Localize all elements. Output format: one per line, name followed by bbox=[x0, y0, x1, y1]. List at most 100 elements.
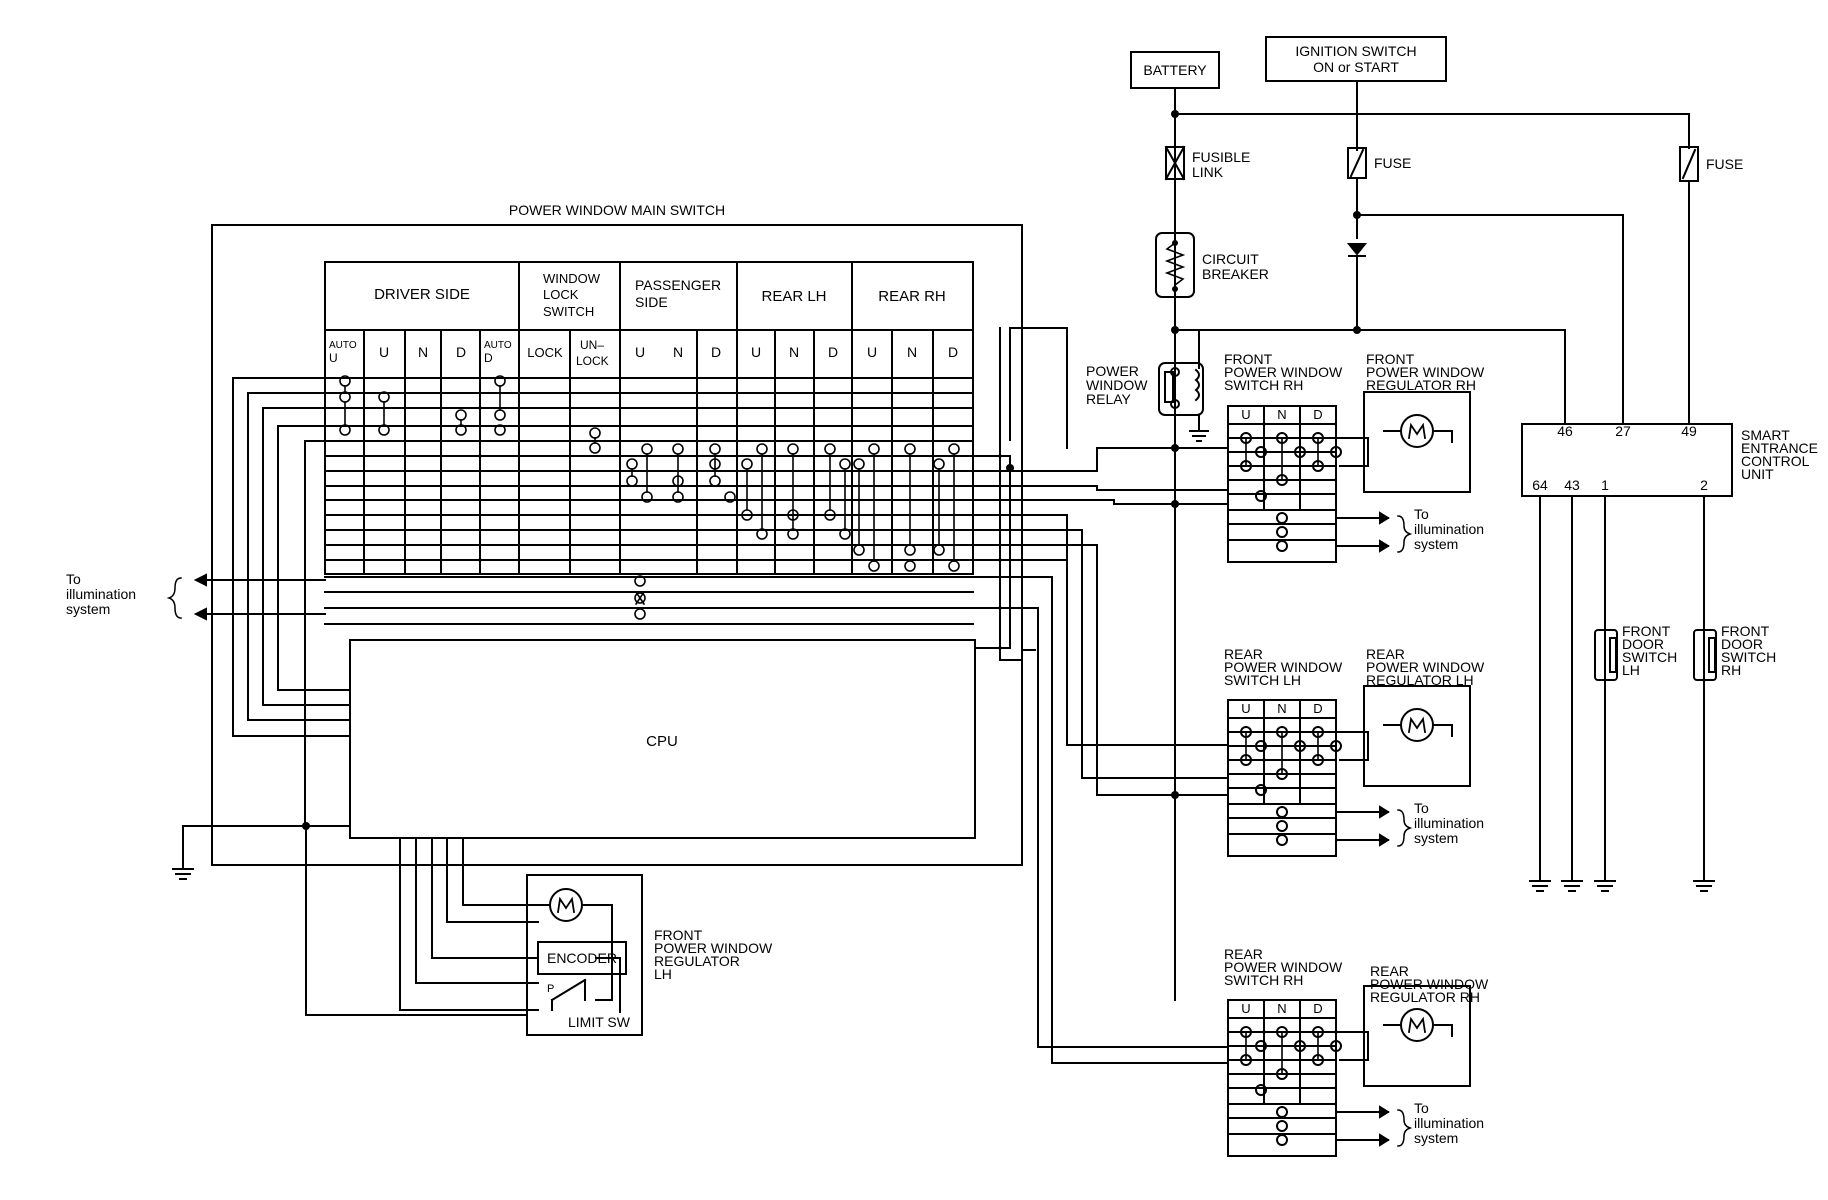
sw2-title-1: REAR bbox=[1224, 646, 1263, 662]
cpu-label: CPU bbox=[646, 733, 678, 750]
smart-label-3: CONTROL bbox=[1741, 453, 1810, 469]
col-unlock-2: LOCK bbox=[576, 354, 609, 368]
limit-sw-label: LIMIT SW bbox=[568, 1014, 631, 1030]
cpu-box bbox=[349, 639, 976, 839]
reg3-title-2: POWER WINDOW bbox=[1370, 976, 1489, 992]
group-lock-1: WINDOW bbox=[543, 271, 601, 286]
front-lh-label-1: FRONT bbox=[654, 927, 703, 943]
reg2-title-2: POWER WINDOW bbox=[1366, 659, 1485, 675]
col-d-rlh: D bbox=[828, 344, 838, 360]
col-auto-d-1: AUTO bbox=[484, 340, 512, 351]
rear-power-window-switch-rh bbox=[1227, 985, 1471, 1157]
door-rh-4: RH bbox=[1721, 662, 1741, 678]
sw2-col-n: N bbox=[1277, 701, 1286, 716]
front-lh-label-2: POWER WINDOW bbox=[654, 940, 773, 956]
group-lock-3: SWITCH bbox=[543, 304, 594, 319]
sw3-col-n: N bbox=[1277, 1001, 1286, 1016]
p-label: P bbox=[547, 983, 554, 995]
fuse-ignition-label: FUSE bbox=[1374, 155, 1411, 171]
smart-label-1: SMART bbox=[1741, 427, 1790, 443]
fusible-link-label-2: LINK bbox=[1192, 164, 1224, 180]
col-n-driver: N bbox=[418, 344, 428, 360]
ignition-label-1: IGNITION SWITCH bbox=[1295, 43, 1416, 59]
pin-2: 2 bbox=[1700, 477, 1708, 493]
col-d-pass: D bbox=[711, 344, 721, 360]
reg2-title-3: REGULATOR LH bbox=[1366, 672, 1474, 688]
reg3-title-3: REGULATOR RH bbox=[1370, 989, 1480, 1005]
sw3-illum-3: system bbox=[1414, 1130, 1458, 1146]
smart-label-2: ENTRANCE bbox=[1741, 440, 1818, 456]
group-driver-side: DRIVER SIDE bbox=[374, 286, 470, 303]
relay-label-2: WINDOW bbox=[1086, 377, 1148, 393]
sw1-illum-2: illumination bbox=[1414, 521, 1484, 537]
pin-27: 27 bbox=[1615, 423, 1631, 439]
sw2-illum-2: illumination bbox=[1414, 815, 1484, 831]
sw2-illum-1: To bbox=[1414, 800, 1429, 816]
reg1-title-2: POWER WINDOW bbox=[1366, 364, 1485, 380]
front-power-window-regulator-lh bbox=[526, 874, 643, 1036]
door-rh-3: SWITCH bbox=[1721, 649, 1776, 665]
illum-main-1: To bbox=[66, 571, 81, 587]
door-lh-1: FRONT bbox=[1622, 623, 1671, 639]
door-lh-2: DOOR bbox=[1622, 636, 1664, 652]
group-passenger-1: PASSENGER bbox=[635, 277, 721, 293]
col-u-rlh: U bbox=[751, 344, 761, 360]
circuit-breaker-label-2: BREAKER bbox=[1202, 266, 1269, 282]
col-u-driver: U bbox=[379, 344, 389, 360]
ignition-label-2: ON or START bbox=[1313, 59, 1399, 75]
switch-contacts bbox=[339, 375, 960, 620]
col-lock: LOCK bbox=[527, 345, 563, 360]
sw1-illum-3: system bbox=[1414, 536, 1458, 552]
smart-entrance-control-unit bbox=[1521, 423, 1733, 892]
sw3-illum-1: To bbox=[1414, 1100, 1429, 1116]
col-u-pass: U bbox=[635, 344, 645, 360]
encoder-box bbox=[537, 941, 627, 975]
door-lh-4: LH bbox=[1622, 662, 1640, 678]
circuit-breaker-label-1: CIRCUIT bbox=[1202, 251, 1259, 267]
motor-lh-label bbox=[556, 896, 576, 914]
door-rh-1: FRONT bbox=[1721, 623, 1770, 639]
col-u-rrh: U bbox=[867, 344, 877, 360]
pin-64: 64 bbox=[1532, 477, 1548, 493]
battery-label: BATTERY bbox=[1143, 62, 1207, 78]
door-rh-2: DOOR bbox=[1721, 636, 1763, 652]
col-n-rrh: N bbox=[907, 344, 917, 360]
power-window-main-switch bbox=[166, 224, 1229, 1064]
pin-1: 1 bbox=[1601, 477, 1609, 493]
reg1-title-1: FRONT bbox=[1366, 351, 1415, 367]
illum-main-3: system bbox=[66, 601, 110, 617]
col-unlock-1: UN– bbox=[580, 338, 604, 352]
rear-power-window-switch-lh bbox=[1227, 685, 1471, 857]
motor-lh-icon bbox=[549, 888, 583, 922]
col-n-rlh: N bbox=[789, 344, 799, 360]
power-window-relay bbox=[1158, 362, 1209, 442]
group-rear-rh: REAR RH bbox=[878, 288, 946, 305]
group-lock-2: LOCK bbox=[543, 287, 579, 302]
illum-main-2: illumination bbox=[66, 586, 136, 602]
sw3-illum-2: illumination bbox=[1414, 1115, 1484, 1131]
group-rear-lh: REAR LH bbox=[761, 288, 826, 305]
sw1-title-3: SWITCH RH bbox=[1224, 377, 1303, 393]
sw3-col-d: D bbox=[1313, 1001, 1322, 1016]
door-lh-3: SWITCH bbox=[1622, 649, 1677, 665]
power-supply bbox=[1130, 36, 1699, 1001]
sw3-title-1: REAR bbox=[1224, 946, 1263, 962]
front-lh-label-4: LH bbox=[654, 966, 672, 982]
reg2-title-1: REAR bbox=[1366, 646, 1405, 662]
col-d-rrh: D bbox=[948, 344, 958, 360]
group-passenger-2: SIDE bbox=[635, 294, 668, 310]
reg1-title-3: REGULATOR RH bbox=[1366, 377, 1476, 393]
relay-label-3: RELAY bbox=[1086, 391, 1132, 407]
sw2-title-3: SWITCH LH bbox=[1224, 672, 1301, 688]
col-auto-d-2: D bbox=[484, 351, 493, 365]
col-d-driver: D bbox=[456, 344, 466, 360]
main-switch-title: POWER WINDOW MAIN SWITCH bbox=[509, 202, 725, 218]
sw1-title-2: POWER WINDOW bbox=[1224, 364, 1343, 380]
encoder-label: ENCODER bbox=[547, 950, 617, 966]
front-power-window-switch-rh bbox=[1227, 391, 1471, 563]
col-auto-u-1: AUTO bbox=[329, 340, 357, 351]
sw3-col-u: U bbox=[1241, 1001, 1250, 1016]
pin-49: 49 bbox=[1681, 423, 1697, 439]
fusible-link-label-1: FUSIBLE bbox=[1192, 149, 1250, 165]
